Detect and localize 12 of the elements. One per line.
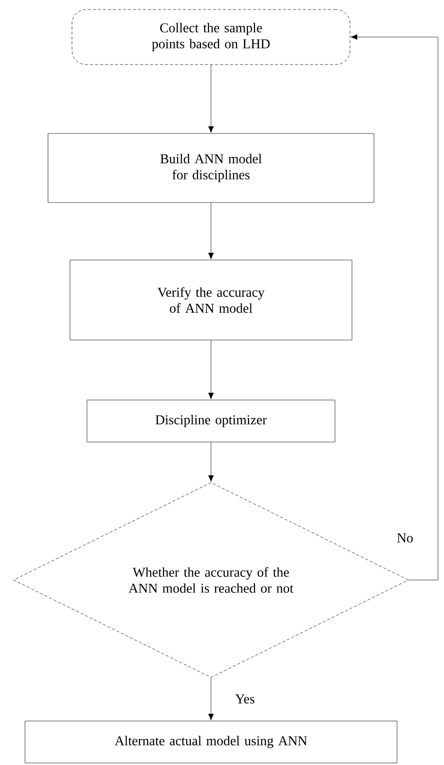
arrow — [208, 64, 214, 133]
process-box: Discipline optimizer — [86, 400, 336, 442]
process-box: Build ANN model for disciplines — [48, 133, 374, 203]
arrow — [208, 202, 214, 260]
terminal-box: Collect the sample points based on LHD — [72, 9, 350, 65]
arrow — [208, 678, 214, 720]
arrow — [350, 34, 438, 580]
edge-label: Yes — [234, 694, 256, 704]
process-box: Alternate actual model using ANN — [24, 720, 398, 764]
arrow — [208, 340, 214, 400]
arrow — [208, 442, 214, 482]
process-box: Verify the accuracy of ANN model — [70, 260, 352, 340]
